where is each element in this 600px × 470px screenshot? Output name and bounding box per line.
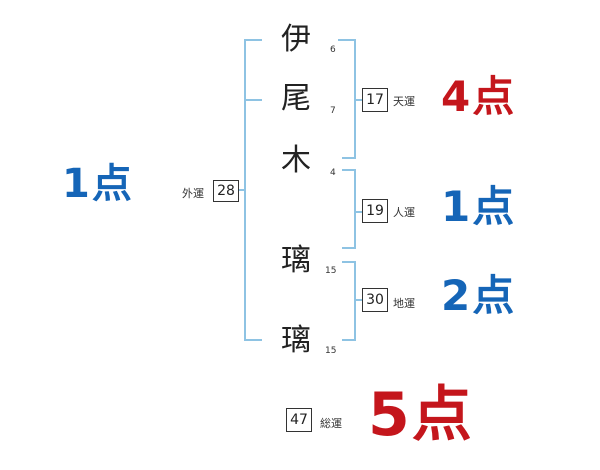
stroke-count-2: 7: [330, 106, 336, 116]
stroke-count-3: 4: [330, 168, 336, 178]
tenun-value-box: 17: [362, 88, 388, 112]
jinun-value-box: 19: [362, 199, 388, 223]
tenun-score: 4点: [441, 72, 517, 121]
souun-label: 総運: [320, 417, 342, 430]
chiun-label: 地運: [393, 297, 415, 310]
jinun-bracket: [342, 169, 362, 249]
gaiun-value-box: 28: [213, 180, 239, 202]
name-char-1: 伊: [281, 22, 311, 57]
name-char-4: 璃: [281, 243, 311, 278]
stroke-count-5: 15: [325, 346, 337, 356]
tenun-bracket: [338, 39, 362, 159]
souun-score: 5点: [368, 380, 474, 450]
souun-value-box: 47: [286, 408, 312, 432]
tenun-label: 天運: [393, 95, 415, 108]
stroke-count-1: 6: [330, 45, 336, 55]
name-char-5: 璃: [281, 323, 311, 358]
jinun-label: 人運: [393, 206, 415, 219]
chiun-bracket: [342, 261, 362, 341]
outer-bracket: [237, 39, 262, 341]
gaiun-label: 外運: [182, 187, 204, 200]
chiun-score: 2点: [441, 271, 517, 320]
gaiun-score: 1点: [62, 161, 134, 207]
chiun-value-box: 30: [362, 288, 388, 312]
jinun-score: 1点: [441, 182, 517, 231]
name-char-3: 木: [281, 143, 311, 178]
name-char-2: 尾: [281, 81, 311, 116]
stroke-count-4: 15: [325, 266, 337, 276]
